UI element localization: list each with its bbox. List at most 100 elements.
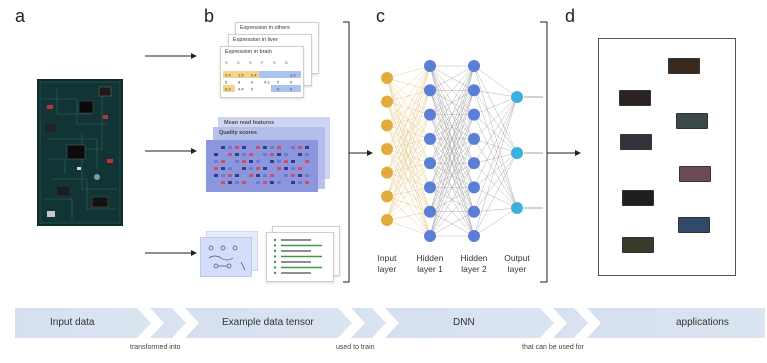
expression-cell: 5	[277, 80, 280, 85]
dnn-edge	[473, 90, 518, 154]
dnn-node-hidden2	[468, 60, 480, 72]
flow-bar	[15, 308, 765, 338]
dnn-node-output	[511, 202, 523, 214]
dnn-edge	[386, 172, 431, 237]
dnn-node-output	[511, 147, 523, 159]
dnn-edge	[429, 65, 475, 164]
svg-text:S: S	[273, 60, 276, 65]
flow-step-applications: applications	[676, 317, 729, 328]
dnn-edge	[386, 65, 431, 79]
bracket-tensors	[343, 21, 350, 283]
read-feature-cell	[263, 153, 267, 156]
panel-label-d: d	[565, 6, 576, 26]
expression-cell: 8	[238, 80, 241, 85]
read-feature-cell	[277, 153, 281, 156]
read-feature-cell	[270, 160, 274, 163]
dnn-edge	[429, 65, 475, 237]
dnn-node-input	[381, 166, 393, 179]
dnn-node-hidden2	[468, 181, 480, 194]
read-feature-cell	[214, 174, 218, 177]
applications-panel	[598, 38, 736, 276]
dnn-edge	[473, 152, 518, 188]
dnn-edge	[386, 125, 431, 140]
panel-label-c: c	[376, 6, 385, 26]
dnn-edge	[386, 65, 431, 126]
dnn-node-hidden1	[424, 181, 436, 194]
sequence-lines	[273, 238, 322, 275]
expression-front-title: Expression in brain	[225, 49, 272, 55]
dnn-edge	[386, 125, 431, 188]
dnn-edge	[386, 65, 431, 197]
read-feature-cell	[242, 146, 246, 149]
application-thumbnail-7	[678, 217, 710, 233]
dnn-edge	[386, 90, 431, 221]
dnn-edge	[386, 219, 431, 237]
read-feature-cell	[263, 181, 267, 184]
flow-connector-shape-2	[351, 308, 386, 338]
read-feature-cell	[305, 153, 309, 156]
dnn-edge	[473, 90, 518, 98]
panel-label-a: a	[15, 6, 26, 26]
read-feature-cell	[228, 181, 232, 184]
svg-text:C: C	[237, 60, 240, 65]
panel-label-b: b	[204, 6, 215, 26]
sequence-card-front	[266, 232, 334, 282]
dnn-edge	[386, 148, 431, 237]
read-feature-cell	[284, 153, 288, 156]
expression-cell: 2.4	[251, 73, 257, 78]
read-feature-cell	[256, 181, 260, 184]
read-feature-cell	[256, 160, 260, 163]
dnn-edge	[429, 163, 475, 237]
flow-connector-shape-3	[553, 308, 588, 338]
application-thumbnail-3	[676, 113, 708, 129]
dnn-node-hidden1	[424, 84, 436, 97]
read-feature-cell	[235, 160, 239, 163]
read-feature-cell	[249, 167, 253, 170]
dnn-node-input	[381, 214, 393, 226]
read-feature-cell	[298, 153, 302, 156]
reads-grid	[214, 146, 309, 184]
dnn-edge	[473, 90, 518, 209]
flow-step-dnn: DNN	[453, 317, 475, 328]
read-feature-cell	[263, 167, 267, 170]
dnn-edge	[386, 77, 431, 139]
dnn-edge	[386, 138, 431, 221]
dnn-node-hidden1	[424, 132, 436, 145]
read-feature-cell	[242, 167, 246, 170]
read-feature-cell	[235, 153, 239, 156]
flow-step-shape-2	[185, 308, 352, 338]
dnn-edge	[429, 138, 475, 237]
dnn-edge	[473, 65, 518, 98]
dnn-edge	[473, 152, 518, 237]
read-feature-cell	[298, 146, 302, 149]
read-feature-cell	[277, 167, 281, 170]
read-feature-cell	[291, 160, 295, 163]
dnn-edge	[386, 187, 431, 221]
dnn-edge	[429, 65, 475, 91]
read-feature-cell	[242, 181, 246, 184]
dnn-node-hidden2	[468, 84, 480, 97]
read-feature-cell	[305, 160, 309, 163]
dnn-edge	[473, 152, 518, 164]
dnn-edge	[386, 101, 431, 115]
flow-step-input-data: Input data	[50, 317, 95, 328]
read-feature-cell	[263, 146, 267, 149]
dnn-edge	[429, 211, 475, 237]
application-thumbnail-4	[620, 134, 652, 150]
sequence-marker	[273, 238, 277, 242]
dnn-edge	[473, 96, 518, 164]
flow-connector-train: used to train	[336, 344, 375, 351]
read-feature-cell	[298, 174, 302, 177]
dnn-edge	[473, 96, 518, 140]
sequence-marker	[273, 260, 277, 264]
dnn-edge	[473, 162, 518, 209]
expression-cell: 4.4	[238, 87, 244, 92]
dnn-node-input	[381, 95, 393, 108]
read-feature-cell	[284, 167, 288, 170]
expression-cell: 1.5	[238, 73, 244, 78]
dnn-node-input	[381, 72, 393, 84]
read-feature-cell	[284, 160, 288, 163]
svg-text:D: D	[285, 60, 288, 65]
